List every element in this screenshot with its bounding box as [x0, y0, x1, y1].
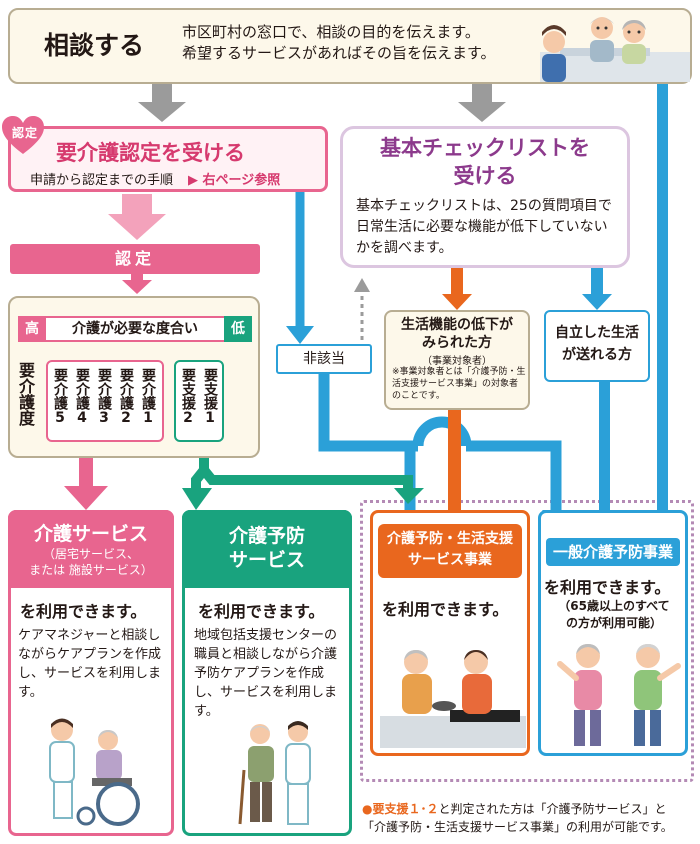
nintei-band: 認定 [10, 244, 260, 274]
care-level-1: 要介護1 [140, 368, 156, 426]
footnote-bullet: ● [362, 802, 373, 816]
prevention-service-available: を利用できます。 [198, 602, 325, 621]
cooking-illustration [380, 650, 526, 748]
care-service-desc: ケアマネジャーと相談しながらケアプランを作成し、サービスを利用します。 [18, 628, 162, 700]
care-level-2: 要介護2 [118, 368, 134, 426]
not-applicable-box: 非該当 [276, 344, 372, 374]
consult-title: 相談する [44, 31, 145, 60]
prevention-service-header: 介護予防 サービス [182, 510, 352, 588]
general-prevention-note2: の方が利用可能） [565, 616, 662, 630]
blue-arrow-jiritsu [582, 268, 612, 310]
prevention-service-desc: 地域包括支援センターの職員と相談しながら介護予防ケアプランを作成し、サービスを利… [194, 628, 338, 719]
exercise-illustration [557, 644, 681, 746]
care-level-4: 要介護4 [74, 368, 90, 426]
blue-line-top-ippan [648, 84, 678, 528]
independent-box: 自立した生活 が送れる方 [544, 310, 650, 382]
general-prevention-available: を利用できます。 [544, 578, 671, 597]
general-prevention-title: 一般介護予防事業 [546, 538, 680, 566]
function-decline-note: ※事業対象者とは「介護予防・生活支援サービス事業」の対象者のことです。 [392, 367, 526, 401]
function-decline-line2: みられた方 [422, 335, 492, 351]
independent-line1: 自立した生活 [555, 325, 639, 341]
independent-line2: が送れる方 [562, 347, 632, 363]
care-service-sub1: （居宅サービス、 [42, 547, 139, 561]
footnote-line1: ●要支援１･２と判定された方は「介護予防サービス」と [362, 800, 698, 818]
consult-desc-line1: 市区町村の窓口で、相談の目的を伝えます。 [182, 23, 480, 41]
nintei-badge: 認定 [11, 126, 38, 140]
gray-arrow-left [138, 84, 186, 122]
checklist-box [340, 126, 630, 268]
nintei-page-reference[interactable]: ▶ 右ページ参照 [188, 173, 281, 188]
general-prevention-note: （65歳以上のすべて の方が利用可能） [544, 598, 684, 632]
care-service-title: 介護サービス [33, 523, 148, 545]
checklist-title: 基本チェックリストを 受ける [340, 134, 630, 190]
care-service-available: を利用できます。 [20, 602, 147, 621]
orange-arrow-seikatsu [442, 268, 472, 310]
function-decline-sub: （事業対象者） [422, 356, 492, 367]
life-support-available: を利用できます。 [382, 600, 509, 619]
footnote-emphasis: 要支援１･２ [372, 802, 439, 816]
footnote-text2: 「介護予防・生活支援サービス事業」の利用が可能です。 [362, 820, 673, 834]
checklist-title-line1: 基本チェックリストを [380, 136, 590, 160]
blue-arrowhead-higaitou [286, 326, 314, 344]
life-support-title1: 介護予防・生活支援 [387, 531, 513, 547]
degree-label: 介護が必要な度合い [72, 321, 198, 337]
general-prevention-note1: （65歳以上のすべて [558, 599, 670, 613]
pink-arrow-band [122, 274, 152, 294]
footnote-text1: と判定された方は「介護予防サービス」と [438, 802, 667, 816]
nintei-title: 要介護認定を受ける [56, 141, 245, 165]
care-levels-box [46, 360, 164, 442]
care-level-3: 要介護3 [96, 368, 112, 426]
care-service-sub2: または 施設サービス） [29, 563, 153, 577]
footnote: ●要支援１･２と判定された方は「介護予防サービス」と 「介護予防・生活支援サービ… [362, 800, 698, 836]
consult-illustration [540, 17, 690, 82]
care-level-5: 要介護5 [52, 368, 68, 426]
walking-support-illustration [238, 721, 311, 825]
care-level-caption: 要介護度 [16, 362, 35, 426]
nintei-subtitle: 申請から認定までの手順 [30, 173, 174, 188]
heart-icon [2, 116, 44, 154]
degree-low-label: 低 [224, 316, 252, 342]
gray-arrow-right [458, 84, 506, 122]
prevention-service-title2: サービス [228, 549, 305, 571]
care-degree-bar [18, 316, 252, 342]
care-service-header: 介護サービス （居宅サービス、 または 施設サービス） [8, 510, 174, 588]
checklist-description: 基本チェックリストは、25の質問項目で日常生活に必要な機能が低下していないかを調… [356, 198, 612, 256]
support-level-1: 要支援1 [202, 368, 218, 426]
pink-arrow-nintei [108, 194, 166, 240]
function-decline-title: 生活機能の低下が みられた方 [384, 316, 530, 352]
degree-high-label: 高 [18, 316, 46, 342]
consult-description: 市区町村の窓口で、相談の目的を伝えます。 希望するサービスがあればその旨を伝えま… [182, 22, 496, 64]
prevention-service-title1: 介護予防 [228, 525, 305, 547]
support-level-2: 要支援2 [180, 368, 196, 426]
support-levels-box [174, 360, 224, 442]
wheelchair-illustration [49, 718, 140, 826]
life-support-title2: サービス事業 [408, 552, 492, 568]
nintei-box [8, 126, 328, 192]
checklist-title-line2: 受ける [453, 164, 517, 188]
consult-desc-line2: 希望するサービスがあればその旨を伝えます。 [182, 44, 496, 62]
function-decline-line1: 生活機能の低下が [401, 317, 513, 333]
life-support-header: 介護予防・生活支援 サービス事業 [378, 524, 522, 578]
